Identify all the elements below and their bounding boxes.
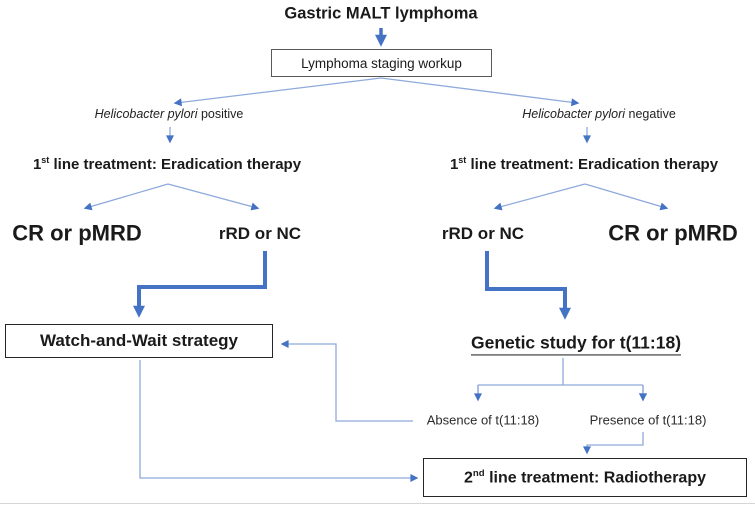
outcome-rrd-nc-right: rRD or NC <box>441 224 525 244</box>
hp-positive-label: Helicobacter pylori positive <box>95 107 244 121</box>
outcome-cr-pmrd-right: CR or pMRD <box>608 220 738 246</box>
connector-presence-to-radiotherapy <box>583 432 644 455</box>
hp-negative-label: Helicobacter pylori negative <box>522 107 676 121</box>
connector-firstline-right-to-rrd <box>493 183 586 211</box>
connector-staging-to-hp-negative <box>380 77 580 107</box>
connector-firstline-left-to-rrd <box>167 183 260 211</box>
radiotherapy-text: line treatment: Radiotherapy <box>484 469 706 487</box>
firstline-right-text: line treatment: Eradication therapy <box>466 155 719 173</box>
firstline-left-sup: st <box>41 154 50 165</box>
radiotherapy-num: 2 <box>463 469 473 487</box>
hp-positive-status: positive <box>197 106 244 121</box>
hp-negative-status: negative <box>625 106 676 121</box>
absence-t1118-label: Absence of t(11:18) <box>426 412 540 428</box>
hp-negative-species: Helicobacter pylori <box>522 106 626 121</box>
connector-watch-to-radiotherapy <box>139 360 419 482</box>
firstline-left-num: 1 <box>32 155 42 173</box>
connector-firstline-right-to-cr <box>584 183 669 211</box>
figure-bottom-rule <box>0 503 755 504</box>
firstline-right-sup: st <box>458 154 467 165</box>
firstline-right-label: 1st line treatment: Eradication therapy <box>450 155 718 173</box>
connector-genetic-bracket <box>478 358 643 386</box>
connector-bracket-stems <box>477 385 643 399</box>
connector-rrd-right-to-genetic <box>485 251 571 320</box>
connector-firstline-left-to-cr <box>83 183 169 211</box>
firstline-left-label: 1st line treatment: Eradication therapy <box>33 155 301 173</box>
outcome-rrd-nc-left: rRD or NC <box>218 224 302 244</box>
connector-rrd-left-to-watch <box>133 251 267 318</box>
watch-and-wait-box: Watch-and-Wait strategy <box>5 324 273 358</box>
radiotherapy-box: 2nd line treatment: Radiotherapy <box>423 458 747 497</box>
genetic-study-label: Genetic study for t(11:18) <box>470 332 682 356</box>
staging-workup-label: Lymphoma staging workup <box>301 55 462 71</box>
firstline-left-text: line treatment: Eradication therapy <box>49 155 302 173</box>
watch-and-wait-label: Watch-and-Wait strategy <box>39 331 239 350</box>
radiotherapy-sup: nd <box>472 467 485 479</box>
outcome-cr-pmrd-left: CR or pMRD <box>12 220 142 246</box>
diagram-title: Gastric MALT lymphoma <box>284 4 478 23</box>
presence-t1118-label: Presence of t(11:18) <box>589 412 707 428</box>
hp-positive-species: Helicobacter pylori <box>94 106 198 121</box>
firstline-right-num: 1 <box>449 155 459 173</box>
radiotherapy-label: 2nd line treatment: Radiotherapy <box>464 468 706 487</box>
staging-workup-box: Lymphoma staging workup <box>271 49 492 77</box>
connector-staging-to-hp-positive <box>173 77 382 107</box>
connector-absence-to-watch <box>280 340 413 422</box>
